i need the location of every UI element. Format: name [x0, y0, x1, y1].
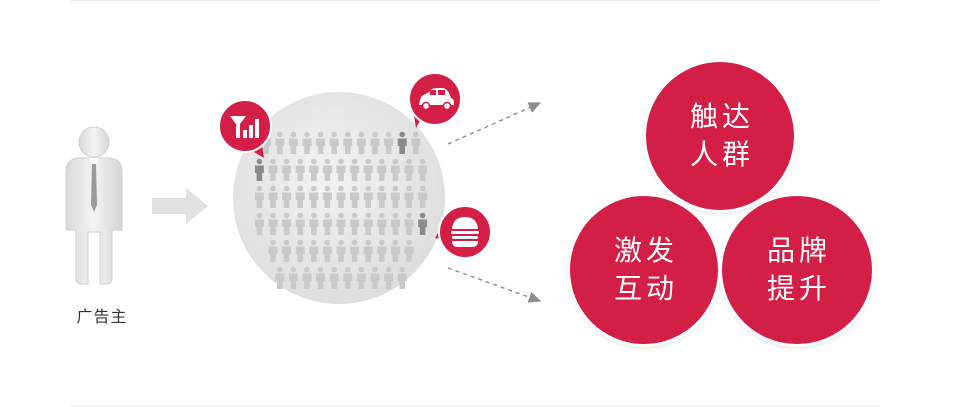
- signal-pin: [218, 99, 272, 158]
- crowd-person-icon: [254, 185, 264, 208]
- crowd-person-icon: [363, 158, 373, 181]
- bottom-divider: [70, 405, 880, 406]
- crowd-person-icon: [363, 212, 373, 235]
- crowd-person-icon: [363, 185, 373, 208]
- crowd-person-icon: [309, 239, 319, 262]
- crowd-person-icon: [377, 212, 387, 235]
- crowd-person-icon: [282, 239, 292, 262]
- crowd-person-icon: [275, 266, 285, 289]
- crowd-person-icon: [288, 266, 298, 289]
- crowd-person-icon: [295, 212, 305, 235]
- crowd-person-icon: [322, 158, 332, 181]
- outcome-interact-line2: 互动: [613, 272, 678, 305]
- crowd-person-icon: [350, 185, 360, 208]
- crowd-person-icon: [295, 185, 305, 208]
- crowd-person-icon: [309, 212, 319, 235]
- crowd-person-icon: [268, 158, 278, 181]
- car-pin: [408, 72, 462, 128]
- crowd-person-icon: [295, 239, 305, 262]
- crowd-person-icon: [390, 158, 400, 181]
- crowd-person-icon: [404, 239, 414, 262]
- crowd-person-icon: [282, 158, 292, 181]
- dashed-arrow-upper: [447, 102, 542, 145]
- advertiser-label: 广告主: [76, 307, 128, 326]
- car-icon: [419, 88, 454, 111]
- crowd-person-icon: [309, 185, 319, 208]
- outcome-brand-line2: 提升: [766, 272, 831, 305]
- signal-icon: [230, 116, 259, 138]
- crowd-person-icon: [275, 131, 285, 154]
- crowd-person-icon: [377, 185, 387, 208]
- crowd-person-icon: [282, 212, 292, 235]
- crowd-person-icon: [350, 212, 360, 235]
- crowd-person-icon: [390, 212, 400, 235]
- advertiser-person-icon: [65, 126, 123, 285]
- crowd-person-icon: [343, 266, 353, 289]
- crowd-person-icon: [404, 185, 414, 208]
- outcome-reach-line2: 人群: [689, 138, 754, 171]
- crowd-person-icon: [309, 158, 319, 181]
- crowd-person-icon: [336, 212, 346, 235]
- crowd-person-icon: [329, 131, 339, 154]
- crowd-person-icon: [295, 158, 305, 181]
- crowd-person-icon: [350, 158, 360, 181]
- highlighted-person-icon: [254, 158, 264, 181]
- burger-pin: [435, 205, 492, 259]
- crowd-person-icon: [390, 185, 400, 208]
- crowd-person-icon: [302, 266, 312, 289]
- crowd-person-icon: [268, 185, 278, 208]
- crowd-person-icon: [329, 266, 339, 289]
- outcome-interact-line1: 激发: [613, 234, 678, 267]
- top-divider: [70, 0, 880, 1]
- crowd-person-icon: [404, 158, 414, 181]
- crowd-person-icon: [377, 158, 387, 181]
- crowd-person-icon: [322, 212, 332, 235]
- crowd-person-icon: [370, 131, 380, 154]
- crowd-person-icon: [418, 158, 428, 181]
- crowd-person-icon: [397, 266, 407, 289]
- crowd-person-icon: [322, 239, 332, 262]
- highlighted-person-icon: [397, 131, 407, 154]
- outcome-brand-lift: 品牌 提升: [722, 196, 872, 344]
- outcome-spark-interaction: 激发 互动: [570, 196, 718, 344]
- crowd-person-icon: [363, 239, 373, 262]
- arrow-right-icon: [152, 188, 208, 224]
- dashed-arrow-lower: [447, 267, 542, 303]
- crowd-person-icon: [390, 239, 400, 262]
- crowd-person-icon: [254, 212, 264, 235]
- crowd-person-icon: [336, 239, 346, 262]
- crowd-person-icon: [268, 239, 278, 262]
- crowd-person-icon: [370, 266, 380, 289]
- crowd-person-icon: [356, 266, 366, 289]
- crowd-person-icon: [316, 266, 326, 289]
- crowd-person-icon: [282, 185, 292, 208]
- outcome-reach-line1: 触达: [689, 100, 754, 133]
- crowd-person-icon: [302, 131, 312, 154]
- crowd-person-icon: [288, 131, 298, 154]
- crowd-person-icon: [384, 131, 394, 154]
- crowd-person-icon: [418, 185, 428, 208]
- crowd-group: [254, 131, 428, 289]
- burger-icon: [451, 217, 479, 247]
- crowd-person-icon: [384, 266, 394, 289]
- crowd-person-icon: [316, 131, 326, 154]
- crowd-person-icon: [268, 212, 278, 235]
- outcome-brand-line1: 品牌: [766, 234, 831, 267]
- crowd-person-icon: [356, 131, 366, 154]
- crowd-person-icon: [343, 131, 353, 154]
- crowd-person-icon: [377, 239, 387, 262]
- highlighted-person-icon: [418, 212, 428, 235]
- crowd-person-icon: [411, 131, 421, 154]
- crowd-person-icon: [404, 212, 414, 235]
- crowd-person-icon: [322, 185, 332, 208]
- crowd-person-icon: [336, 158, 346, 181]
- crowd-person-icon: [350, 239, 360, 262]
- crowd-person-icon: [336, 185, 346, 208]
- outcome-reach-audience: 触达 人群: [646, 62, 794, 210]
